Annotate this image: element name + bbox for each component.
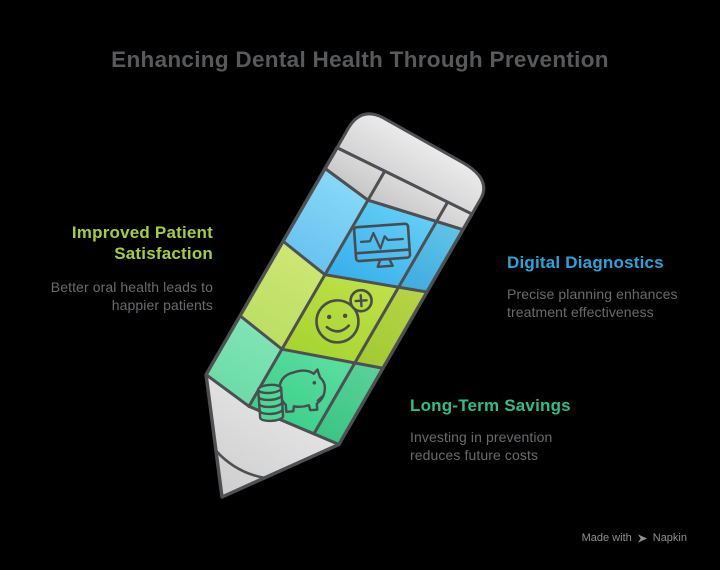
body-long-term-savings: Investing in prevention reduces future c… [410, 429, 553, 464]
piggy-bank-icon [256, 368, 327, 423]
heading-long-term-savings: Long-Term Savings [410, 396, 571, 415]
monitor-pulse-icon [352, 222, 412, 268]
body-digital-diagnostics: Precise planning enhances treatment effe… [507, 286, 678, 321]
pencil-silhouette [204, 146, 474, 499]
napkin-logo-icon [637, 533, 647, 543]
pencil-segment-blue [283, 168, 463, 293]
pencil-tip [206, 374, 339, 497]
watermark-prefix: Made with [581, 532, 632, 544]
pencil-segment-green [206, 315, 383, 445]
made-with-napkin-badge[interactable]: Made with Napkin [582, 532, 687, 544]
page-title: Enhancing Dental Health Through Preventi… [111, 47, 609, 72]
smiley-plus-icon [315, 288, 373, 344]
body-improved-patient-satisfaction: Better oral health leads to happier pati… [50, 279, 213, 314]
pencil-segment-yellow-green [240, 241, 427, 369]
pencil-facet-highlight [206, 168, 368, 407]
pencil-facet-line-right [312, 200, 450, 436]
pencil-eraser [335, 112, 486, 216]
pencil-tip-arc [214, 449, 267, 480]
pencil-facet-shade [314, 221, 463, 445]
heading-digital-diagnostics: Digital Diagnostics [507, 253, 664, 272]
pencil-facet-line-left [247, 169, 387, 408]
watermark-brand: Napkin [652, 532, 687, 544]
heading-improved-patient-satisfaction: Improved Patient Satisfaction [71, 223, 213, 264]
